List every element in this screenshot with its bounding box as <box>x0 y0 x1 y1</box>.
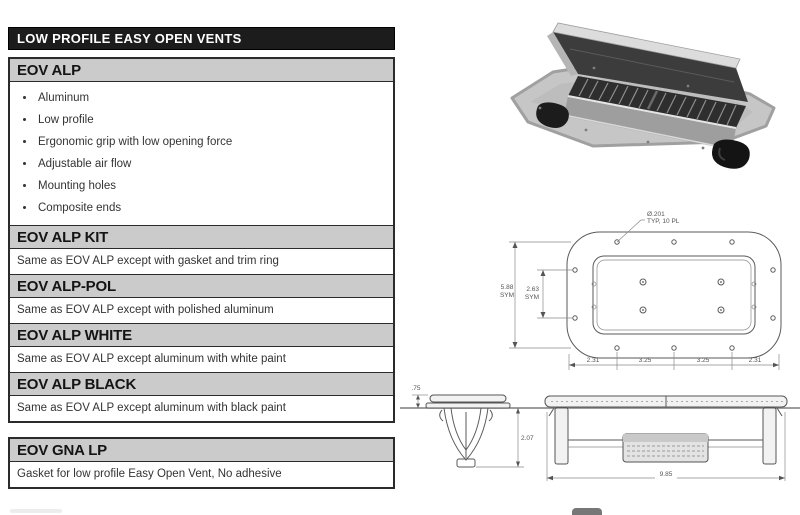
dim-overall-length: 9.85 <box>660 471 673 478</box>
product-header-eov-alp-black: EOV ALP BLACK <box>10 372 393 396</box>
dim-flange-height: .75 <box>411 385 420 392</box>
product-description: Same as EOV ALP except with gasket and t… <box>17 255 279 267</box>
feature-list: Aluminum Low profile Ergonomic grip with… <box>10 82 393 225</box>
product-header-eov-gna-lp: EOV GNA LP <box>10 439 393 462</box>
dim-bottom-1: 2.31 <box>587 357 600 364</box>
product-header-eov-alp-pol: EOV ALP-POL <box>10 274 393 298</box>
cropped-text-artifact <box>10 509 62 513</box>
product-header-eov-alp: EOV ALP <box>10 59 393 82</box>
product-description: Same as EOV ALP except aluminum with bla… <box>17 402 286 414</box>
product-name: EOV ALP KIT <box>17 228 109 246</box>
cropped-logo-mark <box>572 508 602 515</box>
dim-bottom-3: 3.25 <box>697 357 710 364</box>
feature-item: Low profile <box>36 109 393 131</box>
dim-overall-length-group: 9.85 <box>546 412 786 481</box>
product-listing: LOW PROFILE EASY OPEN VENTS EOV ALP Alum… <box>8 27 395 489</box>
end-view-outline <box>400 394 533 468</box>
side-view-outline <box>533 395 800 465</box>
hole-callout-group: Ø.201 TYP, 10 PL <box>616 211 680 243</box>
top-view-drawing: 5.88 SYM 2.63 SYM 2.31 3.25 3.25 2.31 <box>500 211 782 370</box>
end-view-drawing: .75 2.07 <box>400 385 534 468</box>
product-description: Same as EOV ALP except with polished alu… <box>17 304 274 316</box>
dim-overall-height: 5.88 <box>501 284 514 291</box>
vent-tray-front <box>563 95 737 150</box>
dim-body-height-group: 2.07 <box>476 408 534 468</box>
dim-body-height: 2.07 <box>521 435 534 442</box>
product-description: Same as EOV ALP except aluminum with whi… <box>17 353 286 365</box>
product-name: EOV ALP BLACK <box>17 375 137 393</box>
dim-inner-height-group: 2.63 SYM <box>525 269 573 319</box>
vent-lid-open <box>547 22 748 102</box>
product-name: EOV ALP <box>17 61 81 79</box>
dim-bottom-4: 2.31 <box>749 357 762 364</box>
vent-grille <box>568 76 746 128</box>
feature-item: Ergonomic grip with low opening force <box>36 131 393 153</box>
product-name: EOV ALP-POL <box>17 277 116 295</box>
dim-overall-height-group: 5.88 SYM <box>500 241 571 349</box>
product-name: EOV GNA LP <box>17 441 107 459</box>
section-banner-title: LOW PROFILE EASY OPEN VENTS <box>17 31 242 46</box>
inner-holes <box>591 278 757 314</box>
feature-item: Mounting holes <box>36 175 393 197</box>
product-name: EOV ALP WHITE <box>17 326 132 344</box>
dim-flange-height-group: .75 <box>411 385 428 408</box>
product-photo <box>510 22 776 169</box>
feature-item: Adjustable air flow <box>36 153 393 175</box>
feature-item: Aluminum <box>36 87 393 109</box>
dim-bottom-2: 3.25 <box>639 357 652 364</box>
top-view-outline <box>566 231 782 359</box>
product-group-main: EOV ALP Aluminum Low profile Ergonomic g… <box>8 57 395 423</box>
feature-item: Composite ends <box>36 197 393 219</box>
dim-hole-callout-dia: Ø.201 <box>647 211 665 218</box>
section-banner: LOW PROFILE EASY OPEN VENTS <box>8 27 395 50</box>
product-description: Gasket for low profile Easy Open Vent, N… <box>17 468 282 480</box>
dim-overall-note: SYM <box>500 292 514 299</box>
dim-bottom-chain: 2.31 3.25 3.25 2.31 <box>568 352 780 370</box>
vent-end-caps <box>536 102 750 169</box>
product-group-accessory: EOV GNA LP Gasket for low profile Easy O… <box>8 437 395 489</box>
side-view-drawing: 9.85 <box>533 395 800 481</box>
dim-inner-height: 2.63 <box>526 286 539 293</box>
product-header-eov-alp-kit: EOV ALP KIT <box>10 225 393 249</box>
dim-hole-callout-note: TYP, 10 PL <box>647 218 680 225</box>
dim-inner-note: SYM <box>525 294 539 301</box>
product-header-eov-alp-white: EOV ALP WHITE <box>10 323 393 347</box>
mounting-holes <box>538 66 705 150</box>
